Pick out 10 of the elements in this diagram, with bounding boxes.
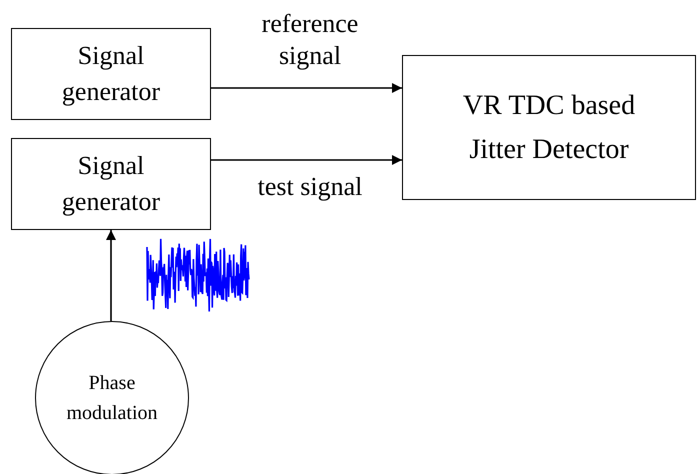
node-label: VR TDC based Jitter Detector bbox=[462, 88, 636, 166]
process-box bbox=[402, 55, 696, 200]
process-box bbox=[11, 28, 211, 120]
node-label: Signal generator bbox=[60, 40, 162, 108]
node-label: Signal generator bbox=[60, 150, 162, 218]
process-box bbox=[11, 138, 211, 230]
node-label: Phase modulation bbox=[65, 371, 159, 426]
arrow bbox=[211, 83, 402, 93]
arrow bbox=[211, 155, 402, 165]
arrow bbox=[106, 230, 116, 321]
